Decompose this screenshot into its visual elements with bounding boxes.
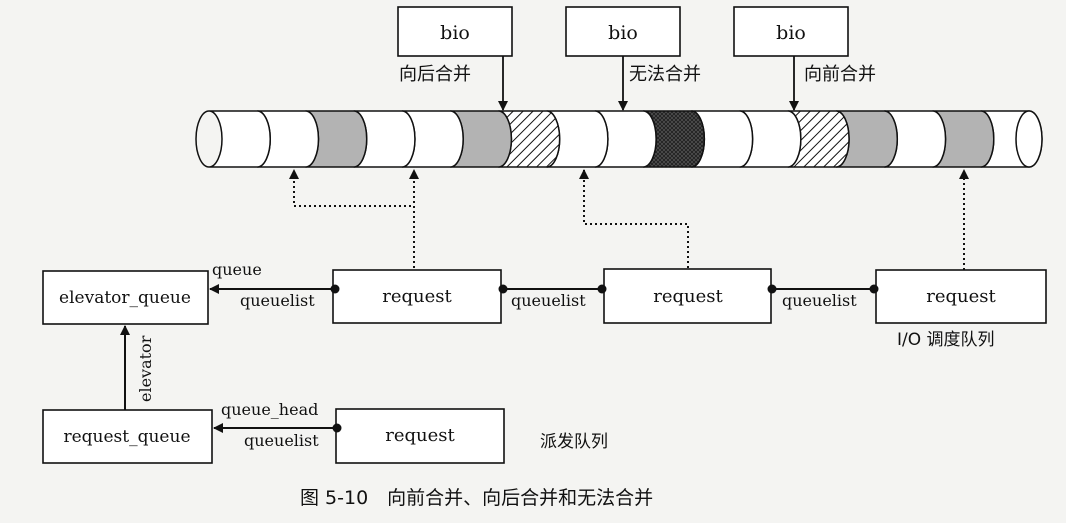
forward-merge-label: 向前合并	[804, 64, 876, 85]
no-merge-label: 无法合并	[629, 64, 701, 85]
queue-head-label: queue_head	[221, 400, 318, 419]
queuelist-dot	[498, 284, 508, 294]
request-label: request	[926, 286, 996, 307]
request-box-1: request	[332, 269, 502, 324]
figure-caption: 图 5-10 向前合并、向后合并和无法合并	[300, 487, 653, 509]
cylinder-end-cap	[1015, 110, 1043, 168]
request-1-link-a	[289, 169, 415, 268]
queue-anchor-dot	[330, 284, 340, 294]
request-label: request	[653, 286, 723, 307]
request-2-link	[579, 169, 689, 268]
bio-box-1: bio	[397, 6, 513, 57]
request-box-3: request	[875, 269, 1047, 324]
bio-label: bio	[776, 22, 806, 44]
bio-box-3: bio	[733, 6, 849, 57]
request-label: request	[385, 425, 455, 446]
queue-label: queue	[212, 260, 262, 279]
queuelist-label: queuelist	[244, 431, 319, 450]
disk-sector-cylinder	[195, 110, 1043, 168]
queuelist-label: queuelist	[240, 291, 315, 310]
queue-head-anchor-dot	[332, 423, 342, 433]
elevator-label: elevator	[136, 335, 155, 402]
bio-box-2: bio	[565, 6, 681, 57]
queuelist-dot	[767, 284, 777, 294]
sector-segment	[208, 110, 271, 168]
queuelist-label: queuelist	[511, 291, 586, 310]
cylinder-left-edge	[195, 110, 210, 168]
queuelist-dot	[869, 284, 879, 294]
elevator-queue-box: elevator_queue	[42, 270, 209, 325]
request-queue-label: request_queue	[63, 427, 190, 447]
request-box-2: request	[603, 268, 772, 324]
request-label: request	[382, 286, 452, 307]
io-scheduler-queue-caption: I/O 调度队列	[897, 330, 995, 350]
queuelist-label: queuelist	[782, 291, 857, 310]
dispatch-queue-caption: 派发队列	[540, 432, 608, 452]
dispatch-request-box: request	[335, 408, 505, 464]
elevator-queue-label: elevator_queue	[59, 288, 191, 308]
backward-merge-label: 向后合并	[399, 64, 471, 85]
queuelist-dot	[597, 284, 607, 294]
bio-label: bio	[440, 22, 470, 44]
request-queue-box: request_queue	[42, 409, 213, 464]
bio-label: bio	[608, 22, 638, 44]
